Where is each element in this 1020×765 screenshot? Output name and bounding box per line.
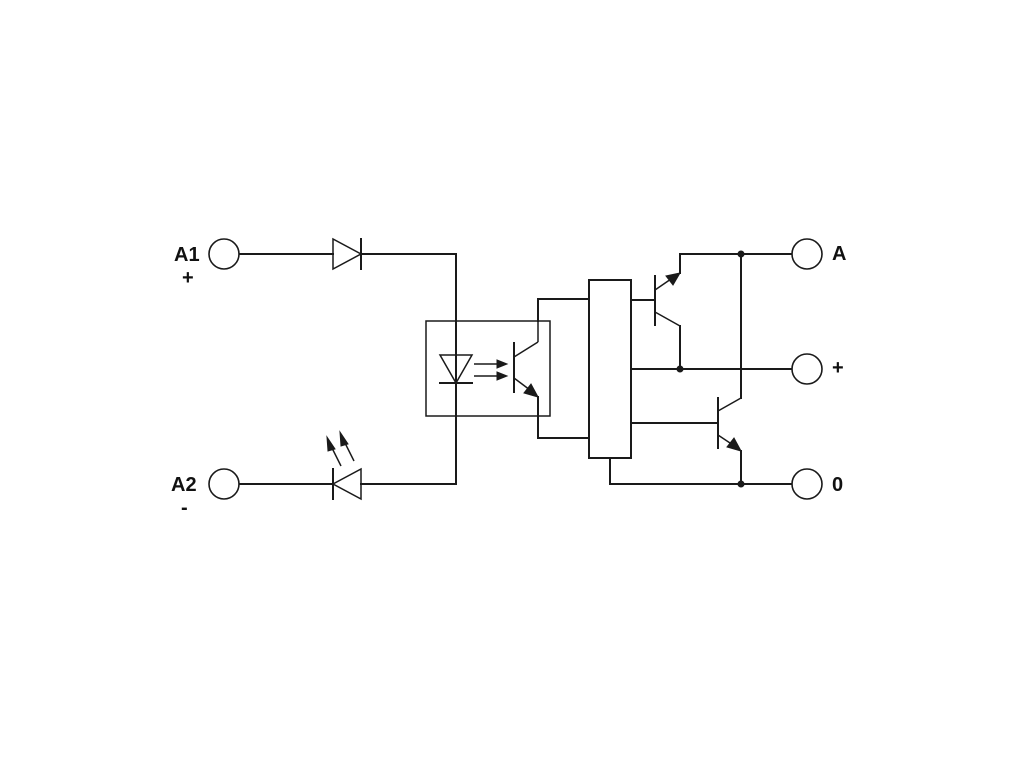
terminal-plus <box>791 353 823 385</box>
terminal-plus-label: + <box>832 357 844 379</box>
terminal-a2-label: A2 <box>171 474 197 496</box>
optocoupler <box>425 320 551 417</box>
terminal-a1-polarity: + <box>182 267 194 289</box>
terminal-a <box>791 238 823 270</box>
terminal-a1-label: A1 <box>174 244 200 266</box>
terminal-zero-label: 0 <box>832 474 843 496</box>
terminal-a2 <box>208 468 240 500</box>
terminal-a-label: A <box>832 243 846 265</box>
optocoupler-output-wiring <box>537 298 590 439</box>
input-wiring <box>238 253 457 485</box>
status-led-symbol <box>326 430 362 501</box>
driver-block <box>588 279 632 459</box>
input-diode-symbol <box>332 237 363 271</box>
output-wiring <box>609 250 793 488</box>
terminal-a1 <box>208 238 240 270</box>
terminal-zero <box>791 468 823 500</box>
terminal-a2-polarity: - <box>181 497 188 519</box>
